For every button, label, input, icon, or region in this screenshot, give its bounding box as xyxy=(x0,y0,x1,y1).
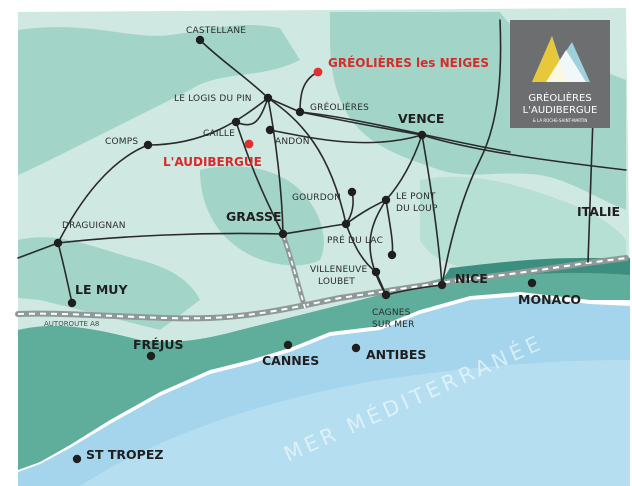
marker-monaco xyxy=(527,278,537,288)
label-sur-mer: SUR MER xyxy=(372,320,415,330)
marker-le-logis-du-pin xyxy=(263,93,273,103)
marker-villeneuve-loubet-2 xyxy=(371,267,381,277)
marker-le-muy xyxy=(67,298,77,308)
label-le-logis-du-pin: LE LOGIS DU PIN xyxy=(174,94,252,104)
label-italie: ITALIE xyxy=(577,204,620,219)
marker-caille xyxy=(231,117,241,127)
label-gourdon: GOURDON xyxy=(292,193,341,203)
marker-vence xyxy=(417,130,427,140)
label-cagnes: CAGNES xyxy=(372,308,411,318)
hill-zone xyxy=(200,166,324,266)
label-vence: VENCE xyxy=(398,111,444,126)
hill-zone xyxy=(18,25,300,176)
marker-andon xyxy=(265,125,275,135)
marker-greolieres xyxy=(295,107,305,117)
label-caille: CAILLE xyxy=(203,129,235,139)
label-le-muy: LE MUY xyxy=(75,282,128,297)
marker-le-pont-du-loup xyxy=(381,195,391,205)
marker-gourdon xyxy=(347,187,357,197)
label-du-loup: DU LOUP xyxy=(396,204,438,214)
marker-greolieres-les-neiges xyxy=(313,67,323,77)
marker-cannes xyxy=(283,340,293,350)
label-nice: NICE xyxy=(455,271,488,286)
label-loubet: LOUBET xyxy=(318,277,355,287)
autoroute-branch-dash xyxy=(282,234,306,309)
label-villeneuve: VILLENEUVE xyxy=(310,265,367,275)
marker-grasse xyxy=(278,229,288,239)
sea-area xyxy=(80,360,630,486)
label-comps: COMPS xyxy=(105,137,138,147)
label-draguignan: DRAGUIGNAN xyxy=(62,221,126,231)
marker-st-tropez xyxy=(72,454,82,464)
label-autoroute: AUTOROUTE A8 xyxy=(44,320,99,328)
logo-tagline: & LA ROCHE-SAINT-MARTIN xyxy=(533,118,588,123)
hill-zone xyxy=(420,176,626,280)
autoroute-a8-dash xyxy=(17,257,627,320)
marker-cagnes-sur-mer xyxy=(381,290,391,300)
label-pre-du-lac: PRÉ DU LAC xyxy=(327,234,383,246)
label-greolieres: GRÉOLIÈRES xyxy=(310,101,369,113)
hill-zone xyxy=(18,237,200,330)
label-antibes: ANTIBES xyxy=(366,347,426,362)
marker-comps xyxy=(143,140,153,150)
marker-laudibergue xyxy=(244,139,254,149)
label-le-pont: LE PONT xyxy=(396,192,436,202)
place-labels: CASTELLANE GRÉOLIÈRES les NEIGES LE LOGI… xyxy=(44,26,620,462)
label-frejus: FRÉJUS xyxy=(133,337,184,352)
logo-line-1: GRÉOLIÈRES xyxy=(528,91,591,104)
town-markers xyxy=(53,35,537,464)
label-st-tropez: ST TROPEZ xyxy=(86,447,163,462)
label-monaco: MONACO xyxy=(518,292,581,307)
marker-castellane xyxy=(195,35,205,45)
label-castellane: CASTELLANE xyxy=(186,26,246,36)
label-cannes: CANNES xyxy=(262,353,319,368)
label-greolieres-les-neiges: GRÉOLIÈRES les NEIGES xyxy=(328,55,489,70)
marker-frejus xyxy=(146,351,156,361)
marker-draguignan xyxy=(53,238,63,248)
marker-pre-du-lac xyxy=(341,219,351,229)
label-grasse: GRASSE xyxy=(226,209,282,224)
marker-antibes xyxy=(351,343,361,353)
marker-nice xyxy=(437,280,447,290)
label-laudibergue: L'AUDIBERGUE xyxy=(163,155,262,169)
label-andon: ANDON xyxy=(275,137,310,147)
mountain-icon xyxy=(532,36,590,82)
logo-line-2: L'AUDIBERGUE xyxy=(523,105,598,116)
marker-villeneuve-loubet xyxy=(387,250,397,260)
coast-strip xyxy=(18,262,630,470)
brand-logo: GRÉOLIÈRES L'AUDIBERGUE & LA ROCHE-SAINT… xyxy=(510,20,610,128)
